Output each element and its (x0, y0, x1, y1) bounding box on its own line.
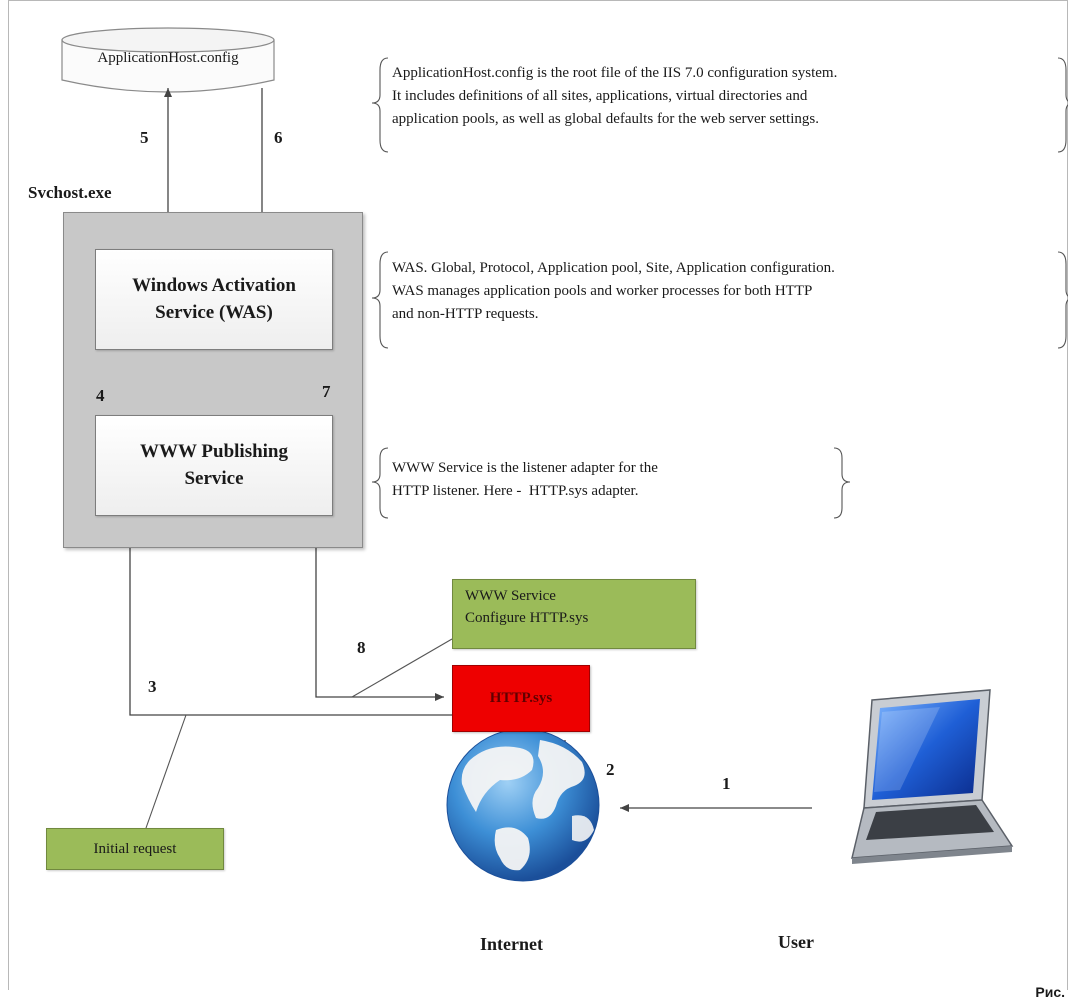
www-note: WWW Service is the listener adapter for … (392, 460, 658, 499)
step-2-label: 2 (606, 760, 615, 779)
step-3-label: 3 (148, 677, 157, 696)
leader-www-service (351, 638, 453, 698)
http-sys-box: HTTP.sys (452, 665, 590, 732)
was-label: Windows Activation Service (WAS) (132, 274, 296, 323)
www-publishing-box: WWW Publishing Service (95, 415, 333, 516)
brace-was-left (371, 251, 389, 349)
step-6-label: 6 (274, 128, 283, 147)
was-note: WAS. Global, Protocol, Application pool,… (392, 260, 835, 322)
config-file-label: ApplicationHost.config (97, 50, 239, 66)
brace-config-left (371, 57, 389, 153)
was-box: Windows Activation Service (WAS) (95, 249, 333, 350)
brace-was-right (1057, 251, 1068, 349)
brace-config-right (1057, 57, 1068, 153)
arrow-3 (126, 524, 452, 716)
brace-www-left (371, 447, 389, 519)
step-4-label: 4 (96, 386, 105, 405)
arrow-8 (315, 516, 444, 701)
leader-initial-request (145, 714, 187, 829)
step-7-label: 7 (322, 382, 331, 401)
config-note: ApplicationHost.config is the root file … (392, 65, 838, 127)
step-5-label: 5 (140, 128, 149, 147)
initial-request-label: Initial request (93, 840, 177, 857)
laptop-icon (851, 689, 1014, 864)
config-cylinder (61, 27, 275, 93)
svchost-label: Svchost.exe (28, 183, 112, 202)
brace-www-right (833, 447, 851, 519)
initial-request-box: Initial request (46, 828, 224, 870)
step-1-label: 1 (722, 774, 731, 793)
http-sys-label: HTTP.sys (489, 690, 553, 706)
www-service-box: WWW Service Configure HTTP.sys (452, 579, 696, 649)
www-publishing-label: WWW Publishing Service (139, 440, 288, 489)
step-8-label: 8 (357, 638, 366, 657)
caption-suffix: Рис. (1035, 984, 1065, 1000)
globe-icon (446, 728, 600, 882)
user-label: User (778, 932, 814, 952)
internet-label: Internet (480, 934, 543, 954)
